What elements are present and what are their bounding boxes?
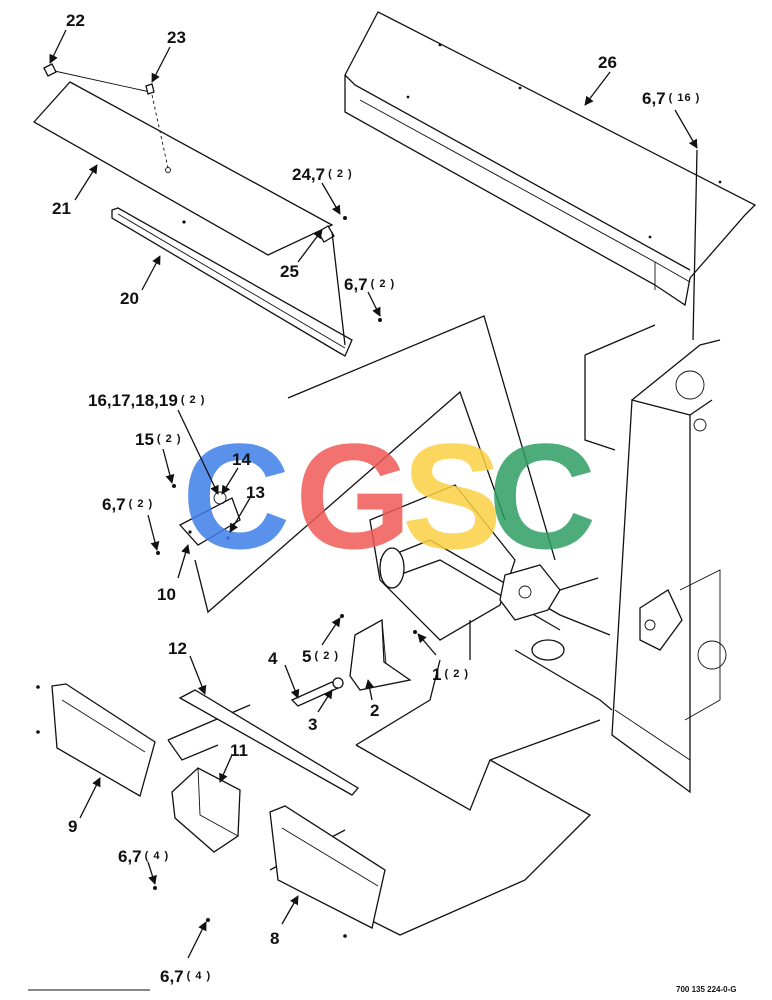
callout-quantity: ( 2 ) xyxy=(129,498,154,510)
callout-number: 6,7 xyxy=(642,89,666,108)
callout-number: 13 xyxy=(246,483,265,502)
callout-c22: 22 xyxy=(66,11,85,30)
leader-lines xyxy=(49,29,698,959)
part-21-panel xyxy=(32,69,334,256)
part-23-clip xyxy=(145,83,155,95)
part-12-strip xyxy=(178,689,359,796)
callout-c15: 15( 2 ) xyxy=(135,430,181,449)
callout-number: 20 xyxy=(120,289,139,308)
outline-lines xyxy=(167,315,656,936)
callout-number: 8 xyxy=(270,929,279,948)
callout-number: 3 xyxy=(308,715,317,734)
part-8-lower-panel xyxy=(153,805,386,938)
callout-c26: 26 xyxy=(598,53,617,72)
callout-number: 23 xyxy=(167,28,186,47)
callout-number: 12 xyxy=(168,639,187,658)
callout-number: 9 xyxy=(68,817,77,836)
callout-c2: 2 xyxy=(370,701,379,720)
callout-number: 5 xyxy=(302,647,311,666)
callout-number: 21 xyxy=(52,199,71,218)
callout-number: 1 xyxy=(432,665,441,684)
part-2-lever-bracket xyxy=(349,618,412,691)
callout-c67a: 6,7( 16 ) xyxy=(642,89,700,108)
part-4-handle xyxy=(290,614,417,707)
callout-number: 25 xyxy=(280,262,299,281)
callout-number: 15 xyxy=(135,430,154,449)
callout-c10: 10 xyxy=(157,585,176,604)
logo-letter-c2: C xyxy=(488,412,596,580)
logo-letter-c1: C xyxy=(182,412,290,580)
part-20-angle-strip xyxy=(111,207,382,357)
callout-c8: 8 xyxy=(270,929,279,948)
callout-number: 4 xyxy=(268,649,278,668)
callout-quantity: ( 2 ) xyxy=(157,433,182,445)
callout-number: 6,7 xyxy=(160,967,184,986)
callout-c1619: 16,17,18,19( 2 ) xyxy=(88,391,205,410)
callout-number: 6,7 xyxy=(344,275,368,294)
logo-letter-g: G xyxy=(295,412,412,580)
callout-number: 6,7 xyxy=(118,847,142,866)
callout-quantity: ( 4 ) xyxy=(187,970,212,982)
callout-c21: 21 xyxy=(52,199,71,218)
part-9-side-panel xyxy=(36,683,156,797)
gearbox-assembly xyxy=(369,484,613,711)
callout-number: 14 xyxy=(232,450,251,469)
part-10-bracket xyxy=(156,484,241,555)
callout-quantity: ( 4 ) xyxy=(145,850,170,862)
callout-c67c: 6,7( 2 ) xyxy=(102,495,153,514)
callout-number: 26 xyxy=(598,53,617,72)
callout-quantity: ( 2 ) xyxy=(328,168,353,180)
callout-quantity: ( 16 ) xyxy=(669,92,701,104)
logo-letter-s: S xyxy=(402,412,502,580)
callout-c4: 4 xyxy=(268,649,278,668)
callout-number: 11 xyxy=(230,741,248,760)
callout-quantity: ( 2 ) xyxy=(444,668,469,680)
callout-c14: 14 xyxy=(232,450,251,469)
callout-c9: 9 xyxy=(68,817,77,836)
callout-c13: 13 xyxy=(246,483,265,502)
callout-c3: 3 xyxy=(308,715,317,734)
callout-c11: 11 xyxy=(230,741,248,760)
callout-c67d: 6,7( 4 ) xyxy=(118,847,169,866)
callout-quantity: ( 2 ) xyxy=(181,394,206,406)
callout-c25: 25 xyxy=(280,262,299,281)
callout-number: 2 xyxy=(370,701,379,720)
callout-number: 24,7 xyxy=(292,165,325,184)
callout-number: 22 xyxy=(66,11,85,30)
part-11-box xyxy=(171,767,241,853)
main-frame xyxy=(611,339,727,794)
callout-c247: 24,7( 2 ) xyxy=(292,165,353,184)
callout-c67e: 6,7( 4 ) xyxy=(160,967,211,986)
cgsc-watermark-logo: C G S C xyxy=(182,412,596,580)
callout-number: 16,17,18,19 xyxy=(88,391,178,410)
part-22-clip xyxy=(43,63,57,77)
callout-c12: 12 xyxy=(168,639,187,658)
callout-number: 6,7 xyxy=(102,495,126,514)
callout-c1: 1( 2 ) xyxy=(432,665,469,684)
callout-number: 10 xyxy=(157,585,176,604)
drawing-number: 700 135 224-0-G xyxy=(676,985,737,994)
callout-c20: 20 xyxy=(120,289,139,308)
callout-c5: 5( 2 ) xyxy=(302,647,339,666)
part-26-top-cover xyxy=(344,11,757,307)
callout-quantity: ( 2 ) xyxy=(371,278,396,290)
callout-quantity: ( 2 ) xyxy=(314,650,339,662)
callout-c67b: 6,7( 2 ) xyxy=(344,275,395,294)
callout-c23: 23 xyxy=(167,28,186,47)
